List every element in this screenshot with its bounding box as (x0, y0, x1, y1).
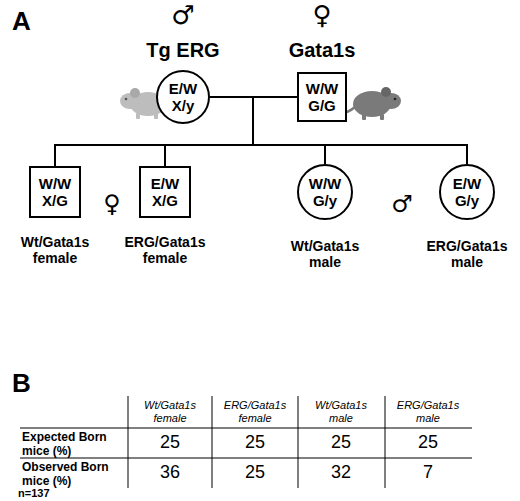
genotype-text: G/y (455, 192, 479, 209)
genotype-text: W/W (39, 175, 71, 192)
female-square: W/WX/GWt/Gata1s female (29, 166, 81, 218)
table-cell: 7 (392, 462, 464, 483)
sample-size: n=137 (18, 487, 50, 500)
table-header: ERG/Gata1s male (392, 399, 464, 425)
genotype-text: X/y (172, 97, 195, 114)
table-cell: 32 (305, 462, 377, 483)
female-square: W/WG/G (297, 72, 347, 122)
pedigree-line (55, 97, 297, 166)
pedigree-line (165, 97, 253, 166)
pedigree-line (165, 97, 297, 166)
sex-symbol: ♀ (302, 0, 342, 31)
genotype-text: W/W (306, 80, 338, 97)
genotype-text: E/W (453, 175, 481, 192)
row-header: Observed Born mice (%) (22, 460, 122, 488)
genotype-text: E/W (151, 175, 179, 192)
pedigree-line (253, 97, 467, 164)
group-name: Wt/Gata1s male (279, 238, 371, 270)
group-name: ERG/Gata1s male (421, 238, 513, 270)
male-circle: E/WG/yERG/Gata1s male (439, 164, 495, 220)
panel-letter: A (12, 6, 31, 37)
genotype-text: E/W (169, 80, 197, 97)
sex-symbol: ♂ (384, 190, 420, 218)
genotype-text: W/W (309, 175, 341, 192)
genotype-text: G/y (313, 192, 337, 209)
table-header: Wt/Gata1s female (134, 399, 206, 425)
group-name: ERG/Gata1s female (119, 234, 211, 266)
table-cell: 25 (219, 432, 291, 453)
male-circle: E/WX/y (156, 70, 210, 124)
parent-name: Tg ERG (123, 38, 243, 62)
table-cell: 25 (134, 432, 206, 453)
table-grid (20, 396, 472, 488)
table-header: Wt/Gata1s male (305, 399, 377, 425)
genotype-text: X/G (152, 192, 178, 209)
row-header: Expected Born mice (%) (22, 430, 122, 458)
group-name: Wt/Gata1s female (9, 234, 101, 266)
female-square: E/WX/GERG/Gata1s female (139, 166, 191, 218)
parent-name: Gata1s (262, 38, 382, 62)
table-cell: 36 (134, 462, 206, 483)
panel-letter: B (12, 368, 31, 399)
table-cell: 25 (219, 462, 291, 483)
genotype-text: X/G (42, 192, 68, 209)
male-circle: W/WG/yWt/Gata1s male (297, 164, 353, 220)
sex-symbol: ♂ (163, 0, 203, 31)
genotype-text: G/G (308, 97, 336, 114)
table-cell: 25 (305, 432, 377, 453)
table-cell: 25 (392, 432, 464, 453)
pedigree-line (55, 97, 253, 166)
table-header: ERG/Gata1s female (219, 399, 291, 425)
sex-symbol: ♀ (94, 190, 130, 218)
